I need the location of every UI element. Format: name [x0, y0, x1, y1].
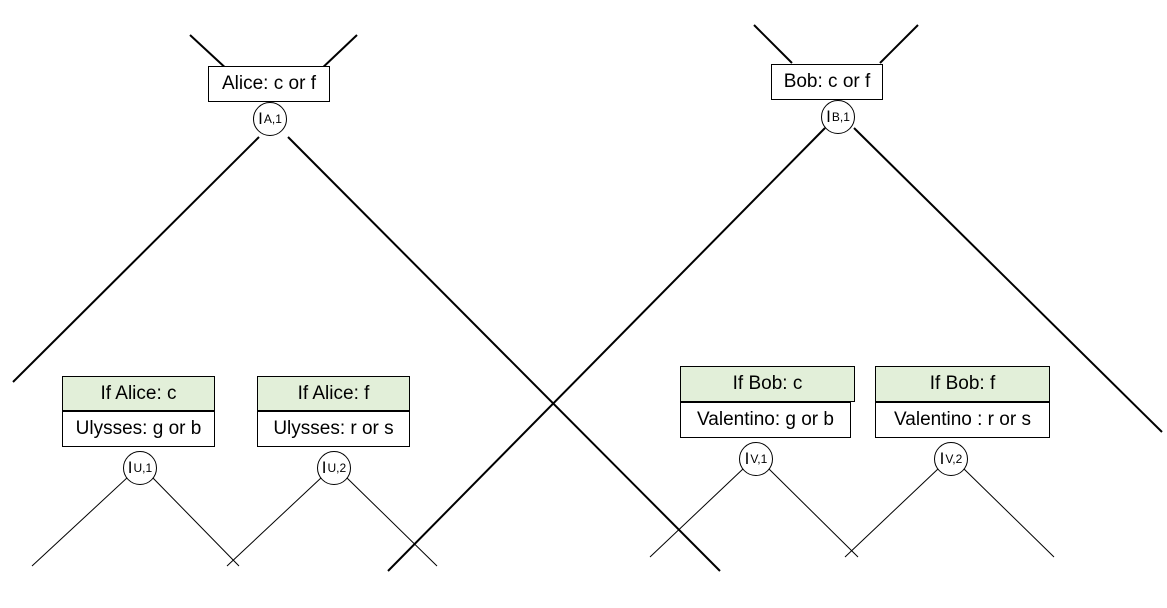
info-set-b1-subscript: B,1 — [831, 110, 850, 124]
valentino-rs-box: Valentino : r or s — [875, 402, 1050, 438]
ulysses-gb-label: Ulysses: g or b — [75, 418, 202, 439]
edge-iv1-right — [767, 467, 859, 558]
edge-alice-top-left — [189, 34, 231, 73]
condition-if-alice-f-label: If Alice: f — [297, 382, 370, 404]
ulysses-rs-box: Ulysses: r or s — [257, 411, 410, 447]
info-set-a1-subscript: A,1 — [263, 112, 282, 126]
valentino-gb-label: Valentino: g or b — [697, 409, 834, 430]
condition-if-bob-c-label: If Bob: c — [732, 373, 803, 394]
condition-if-alice-c-label: If Alice: c — [100, 382, 177, 404]
edge-alice-right — [287, 136, 721, 572]
ulysses-gb-box: Ulysses: g or b — [62, 411, 215, 447]
edge-iu1-left — [31, 476, 129, 567]
valentino-gb-box: Valentino: g or b — [680, 402, 851, 438]
bob-decision-box: Bob: c or f — [771, 64, 883, 100]
info-set-b1-letter: I — [826, 107, 831, 126]
edge-iu2-left — [226, 476, 323, 567]
info-set-v1-subscript: V,1 — [750, 452, 768, 466]
edge-iu2-right — [345, 476, 438, 567]
condition-if-alice-c: If Alice: c — [62, 376, 215, 411]
alice-decision-label: Alice: c or f — [222, 73, 316, 94]
info-set-v2-letter: I — [939, 449, 945, 468]
info-set-a1-letter: I — [258, 109, 263, 128]
edge-alice-left — [12, 136, 260, 383]
condition-if-bob-c: If Bob: c — [680, 366, 855, 402]
info-set-v2-subscript: V,2 — [945, 452, 963, 466]
edge-iv2-left — [844, 467, 940, 558]
condition-if-bob-f: If Bob: f — [875, 366, 1050, 402]
edge-bob-top-right — [879, 24, 919, 64]
ulysses-rs-label: Ulysses: r or s — [273, 418, 394, 439]
info-set-u2-subscript: U,2 — [327, 461, 347, 475]
info-set-u1-subscript: U,1 — [133, 461, 153, 475]
edge-iv2-right — [962, 467, 1055, 558]
edge-bob-left — [387, 127, 826, 572]
condition-if-bob-f-label: If Bob: f — [929, 373, 996, 394]
edge-alice-top-right — [317, 34, 358, 73]
edge-iu1-right — [151, 476, 240, 567]
info-set-u1-letter: I — [127, 458, 133, 477]
info-set-v1-letter: I — [744, 449, 750, 468]
edge-bob-right — [853, 127, 1163, 433]
edge-bob-top-left — [753, 24, 793, 64]
alice-decision-box: Alice: c or f — [208, 66, 330, 102]
info-set-u2-letter: I — [321, 458, 327, 477]
bob-decision-label: Bob: c or f — [783, 71, 871, 92]
condition-if-alice-f: If Alice: f — [257, 376, 410, 411]
edge-iv1-left — [649, 467, 745, 558]
valentino-rs-label: Valentino : r or s — [894, 409, 1031, 430]
